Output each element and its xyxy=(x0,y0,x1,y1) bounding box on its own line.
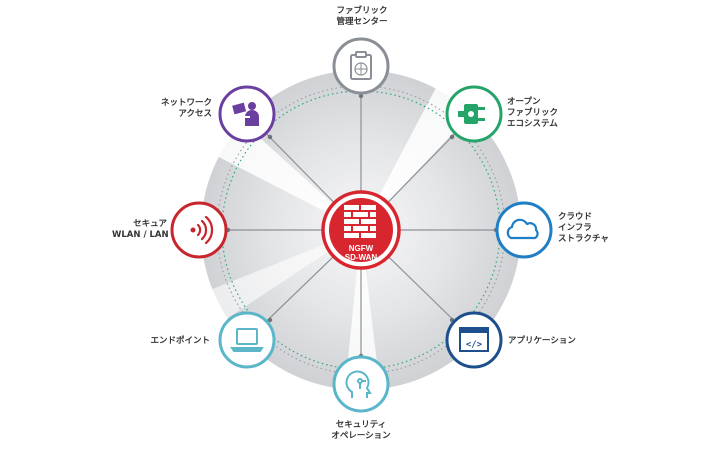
connector-dot xyxy=(267,317,273,323)
node-cloud-infrastructure[interactable] xyxy=(495,201,553,259)
node-network-access[interactable] xyxy=(218,85,276,143)
label-line: WLAN / LAN xyxy=(112,230,169,240)
label-line: エコシステム xyxy=(507,119,558,129)
center-label-line2: SD-WAN xyxy=(344,253,378,262)
head-circuit-icon xyxy=(345,370,372,398)
node-security-operations[interactable] xyxy=(332,355,390,413)
connector-dot xyxy=(358,93,364,99)
id-badge-icon xyxy=(232,102,259,126)
label-line: エンドポイント xyxy=(150,336,210,346)
label-security-operations: セキュリティ オペレーション xyxy=(325,420,397,442)
cloud-icon xyxy=(506,218,539,240)
node-fabric-management[interactable] xyxy=(332,37,390,95)
clipboard-icon xyxy=(350,51,372,80)
connector-dot xyxy=(267,134,273,140)
center-node-label: NGFW SD-WAN xyxy=(331,244,391,262)
label-line: 管理センター xyxy=(336,17,388,27)
light-wedge xyxy=(205,115,361,230)
label-line: オペレーション xyxy=(331,431,391,441)
label-cloud-infrastructure: クラウド インフラ ストラクチャ xyxy=(558,212,609,245)
label-line: ストラクチャ xyxy=(558,234,609,244)
label-fabric-management: ファブリック 管理センター xyxy=(335,6,389,28)
label-applications: アプリケーション xyxy=(508,336,576,347)
label-line: アクセス xyxy=(178,109,212,119)
wireless-signal-icon xyxy=(190,215,214,245)
label-endpoint: エンドポイント xyxy=(140,336,210,347)
node-secure-wlan-lan[interactable] xyxy=(170,201,228,259)
label-network-access: ネットワーク アクセス xyxy=(150,98,212,120)
label-line: セキュア xyxy=(133,219,167,229)
light-wedge xyxy=(210,230,361,320)
node-applications[interactable]: </> xyxy=(445,311,503,369)
label-line: セキュリティ xyxy=(335,420,387,430)
connector-dot xyxy=(449,134,455,140)
node-endpoint[interactable] xyxy=(218,311,276,369)
svg-text:</>: </> xyxy=(466,340,483,350)
laptop-icon xyxy=(230,328,264,352)
center-node-ngfw[interactable] xyxy=(321,190,401,270)
label-line: オープン xyxy=(507,97,541,107)
label-line: ネットワーク xyxy=(160,98,212,108)
label-line: ファブリック xyxy=(507,108,559,118)
label-line: インフラ xyxy=(558,223,592,233)
label-open-fabric-ecosystem: オープン ファブリック エコシステム xyxy=(507,97,558,130)
code-window-icon: </> xyxy=(459,327,489,352)
light-wedge xyxy=(345,230,380,390)
node-open-fabric-ecosystem[interactable] xyxy=(445,85,503,143)
label-secure-wlan-lan: セキュア WLAN / LAN xyxy=(112,219,169,241)
label-line: クラウド xyxy=(558,212,593,222)
plug-icon xyxy=(458,104,485,124)
label-line: ファブリック xyxy=(336,6,388,16)
firewall-brick-icon xyxy=(344,205,376,238)
label-line: アプリケーション xyxy=(508,336,576,346)
center-label-line1: NGFW xyxy=(348,244,374,253)
